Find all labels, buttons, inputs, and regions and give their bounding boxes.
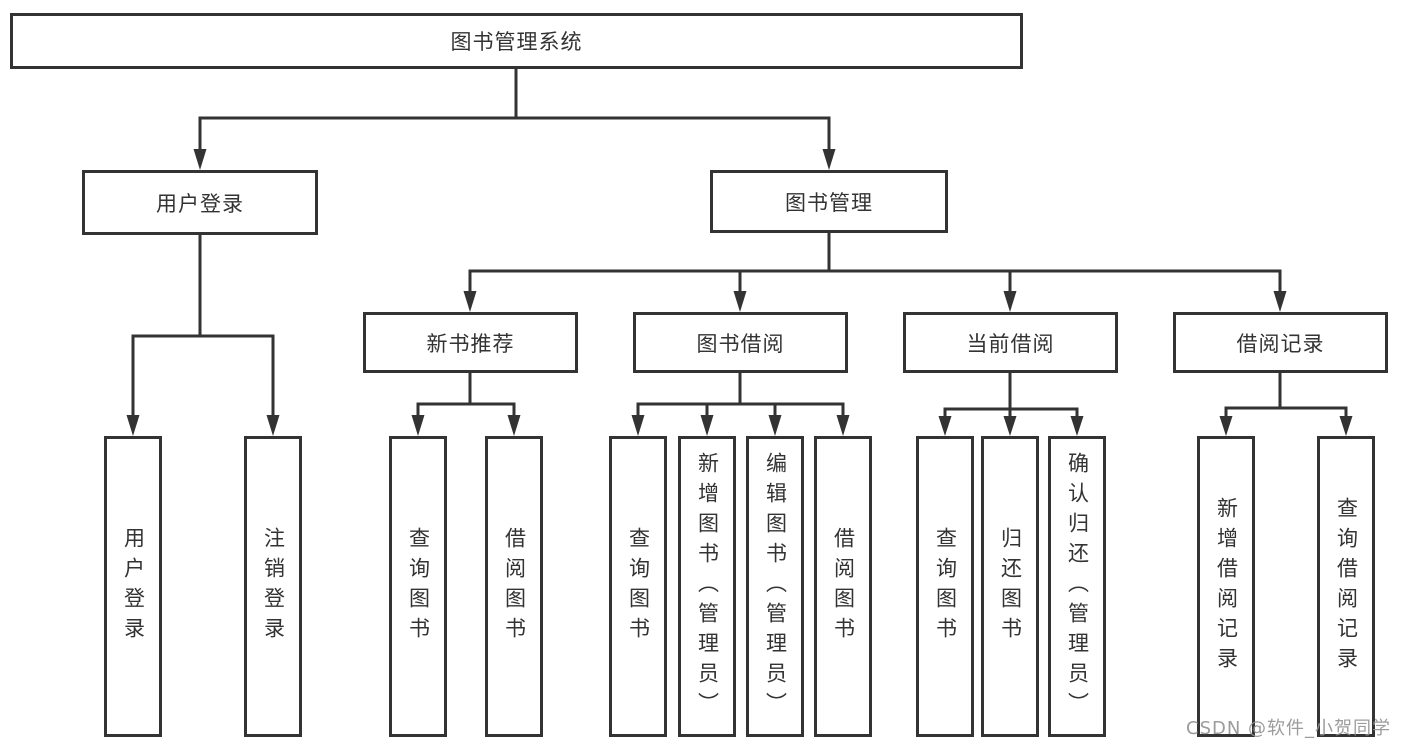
node-label: 归还图书 bbox=[998, 526, 1023, 647]
node-label: 用户登录 bbox=[121, 526, 146, 647]
leaf-return-books: 归还图书 bbox=[981, 436, 1039, 737]
node-label: 新书推荐 bbox=[426, 331, 515, 356]
leaf-confirm-return-admin: 确认归还（管理员） bbox=[1048, 436, 1106, 737]
node-label: 查询图书 bbox=[406, 526, 431, 647]
node-label: 注销登录 bbox=[261, 526, 286, 647]
node-label: 新增借阅记录 bbox=[1214, 496, 1239, 677]
node-label: 查询图书 bbox=[933, 526, 958, 647]
node-label: 确认归还（管理员） bbox=[1065, 451, 1090, 722]
leaf-user-login: 用户登录 bbox=[104, 436, 162, 737]
connector-recommend-to-leaves bbox=[411, 373, 521, 436]
connector-borrow-to-leaves bbox=[631, 373, 850, 436]
connector-records-to-leaves bbox=[1219, 373, 1353, 436]
node-label: 编辑图书（管理员） bbox=[763, 451, 788, 722]
node-library-management-system: 图书管理系统 bbox=[10, 13, 1023, 69]
node-book-borrowing: 图书借阅 bbox=[633, 312, 848, 373]
node-label: 图书借阅 bbox=[696, 331, 785, 356]
connector-root-to-level2 bbox=[193, 69, 836, 170]
node-label: 查询借阅记录 bbox=[1334, 496, 1359, 677]
connector-book-management-to-modules bbox=[463, 233, 1287, 312]
leaf-logout: 注销登录 bbox=[244, 436, 302, 737]
leaf-add-borrow-record: 新增借阅记录 bbox=[1197, 436, 1255, 737]
leaf-add-book-admin: 新增图书（管理员） bbox=[678, 436, 736, 737]
node-label: 图书管理系统 bbox=[450, 30, 583, 54]
csdn-watermark: CSDN @软件_小贺同学 bbox=[1186, 718, 1392, 739]
node-user-login-branch: 用户登录 bbox=[82, 170, 318, 235]
connector-user-login-to-leaves bbox=[126, 235, 280, 436]
node-label: 新增图书（管理员） bbox=[695, 451, 720, 722]
leaf-borrow-books-recommend: 借阅图书 bbox=[485, 436, 543, 737]
node-label: 当前借阅 bbox=[966, 331, 1055, 356]
node-label: 借阅图书 bbox=[831, 526, 856, 647]
node-current-borrowing: 当前借阅 bbox=[903, 312, 1118, 373]
leaf-query-books-current: 查询图书 bbox=[916, 436, 974, 737]
node-label: 借阅图书 bbox=[502, 526, 527, 647]
connector-current-to-leaves bbox=[938, 373, 1084, 436]
node-new-book-recommendation: 新书推荐 bbox=[363, 312, 578, 373]
leaf-query-books-recommend: 查询图书 bbox=[389, 436, 447, 737]
node-label: 查询图书 bbox=[626, 526, 651, 647]
node-book-management-branch: 图书管理 bbox=[710, 170, 948, 233]
node-label: 用户登录 bbox=[156, 191, 244, 216]
leaf-edit-book-admin: 编辑图书（管理员） bbox=[746, 436, 804, 737]
node-borrowing-records: 借阅记录 bbox=[1173, 312, 1388, 373]
node-label: 借阅记录 bbox=[1236, 331, 1325, 356]
leaf-query-borrow-record: 查询借阅记录 bbox=[1317, 436, 1375, 737]
leaf-query-books-borrow: 查询图书 bbox=[609, 436, 667, 737]
leaf-borrow-books: 借阅图书 bbox=[814, 436, 872, 737]
node-label: 图书管理 bbox=[785, 190, 873, 215]
